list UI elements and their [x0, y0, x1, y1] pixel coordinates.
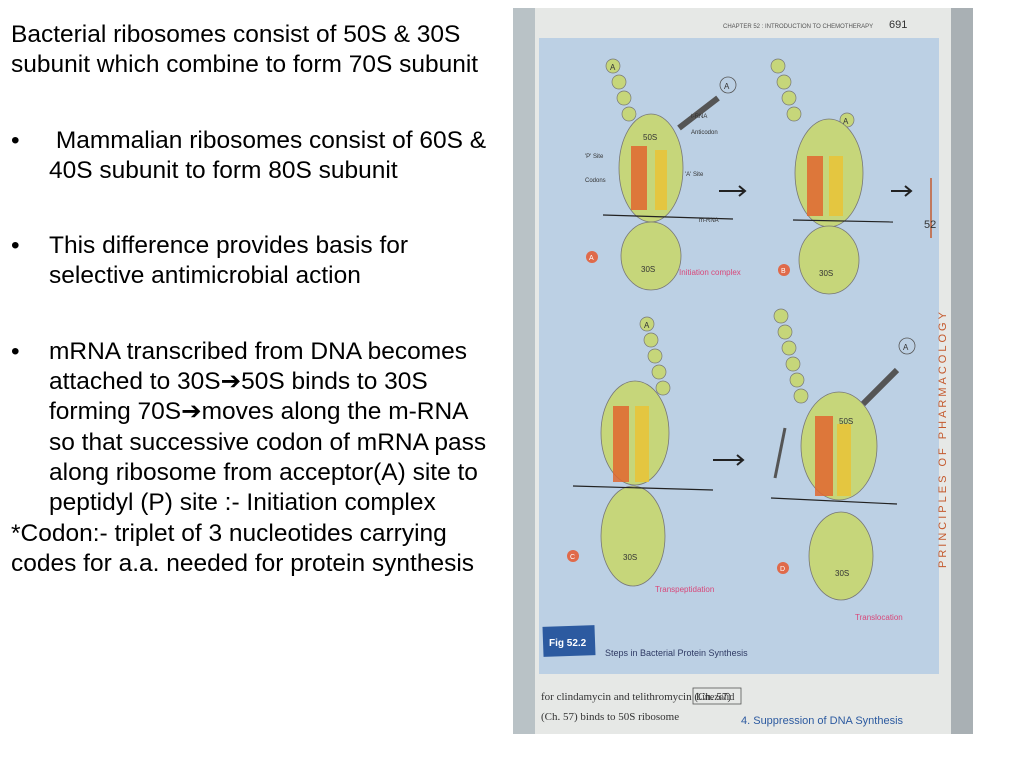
panel-b: A 30S B	[770, 58, 894, 295]
amino-acid-label: A	[644, 321, 650, 330]
bullet-item: • mRNA transcribed from DNA becomes atta…	[11, 337, 491, 519]
footer-heading: 4. Suppression of DNA Synthesis	[741, 715, 904, 727]
bullet-dot-icon: •	[11, 337, 20, 365]
footer-line-1: for clindamycin and telithromycin (Ch. 5…	[541, 691, 731, 703]
amino-acid-label: A	[903, 343, 909, 352]
small-subunit-label: 30S	[835, 569, 849, 578]
panel-letter: B	[781, 268, 786, 275]
bullet-item: • This difference provides basis for sel…	[11, 231, 491, 292]
panel-d: A 50S 30S D Translocation	[770, 308, 916, 622]
figure-label-box	[542, 625, 596, 657]
codon-footnote: *Codon:- triplet of 3 nucleotides carryi…	[11, 519, 475, 577]
bullet-item: • Mammalian ribosomes consist of 60S & 4…	[11, 126, 491, 187]
panel-caption: Initiation complex	[679, 268, 741, 277]
panel-letter: C	[570, 554, 575, 561]
footer-line-2: (Ch. 57) binds to 50S ribosome	[541, 711, 679, 723]
arrow-icon	[713, 454, 745, 466]
figure-label: Fig 52.2	[549, 638, 587, 649]
side-title: PRINCIPLES OF PHARMACOLOGY	[937, 309, 949, 568]
textbook-figure-photo: CHAPTER 52 : INTRODUCTION TO CHEMOTHERAP…	[513, 8, 973, 734]
panel-a: A A 50S 30S t-RNA Anticodon 'P' Site 'A'…	[585, 58, 741, 291]
arrow-icon	[719, 185, 747, 197]
bullet-text: mRNA transcribed from DNA becomes attach…	[49, 337, 487, 517]
chapter-header: CHAPTER 52 : INTRODUCTION TO CHEMOTHERAP…	[723, 24, 873, 30]
chapter-tab: 52	[924, 219, 936, 231]
figure-panel	[539, 38, 939, 674]
a-site-label: 'A' Site	[685, 172, 704, 178]
arrow-icon	[891, 185, 913, 197]
anticodon-label: Anticodon	[691, 130, 718, 136]
small-subunit-label: 30S	[641, 265, 655, 274]
footer-drug: Linezolid	[696, 692, 734, 703]
slide-text: Bacterial ribosomes consist of 50S & 30S…	[11, 20, 491, 579]
bullet-text: Mammalian ribosomes consist of 60S & 40S…	[49, 126, 493, 184]
bullet-dot-icon: •	[11, 232, 20, 260]
codons-label: Codons	[585, 178, 606, 184]
p-site-label: 'P' Site	[585, 154, 604, 160]
large-subunit-label: 50S	[643, 133, 657, 142]
small-subunit-label: 30S	[819, 269, 833, 278]
bullet-text: This difference provides basis for selec…	[49, 232, 409, 290]
panel-letter: D	[780, 566, 785, 573]
small-subunit-label: 30S	[623, 553, 637, 562]
amino-acid-label: A	[610, 63, 616, 72]
mrna-label: m-RNA	[699, 218, 719, 224]
trna-label: t-RNA	[691, 114, 707, 120]
panel-c: A 30S C Transpeptidation	[567, 316, 714, 594]
intro-paragraph: Bacterial ribosomes consist of 50S & 30S…	[11, 21, 479, 79]
large-subunit-label: 50S	[839, 417, 853, 426]
bullet-dot-icon: •	[11, 126, 20, 154]
panel-letter: A	[589, 255, 594, 262]
panel-caption: Transpeptidation	[655, 585, 714, 594]
panel-caption: Translocation	[855, 613, 903, 622]
amino-acid-label: A	[843, 117, 849, 126]
page-number: 691	[889, 19, 907, 31]
figure-caption: Steps in Bacterial Protein Synthesis	[605, 648, 748, 658]
amino-acid-label: A	[724, 82, 730, 91]
bullet-list: • Mammalian ribosomes consist of 60S & 4…	[11, 126, 491, 519]
